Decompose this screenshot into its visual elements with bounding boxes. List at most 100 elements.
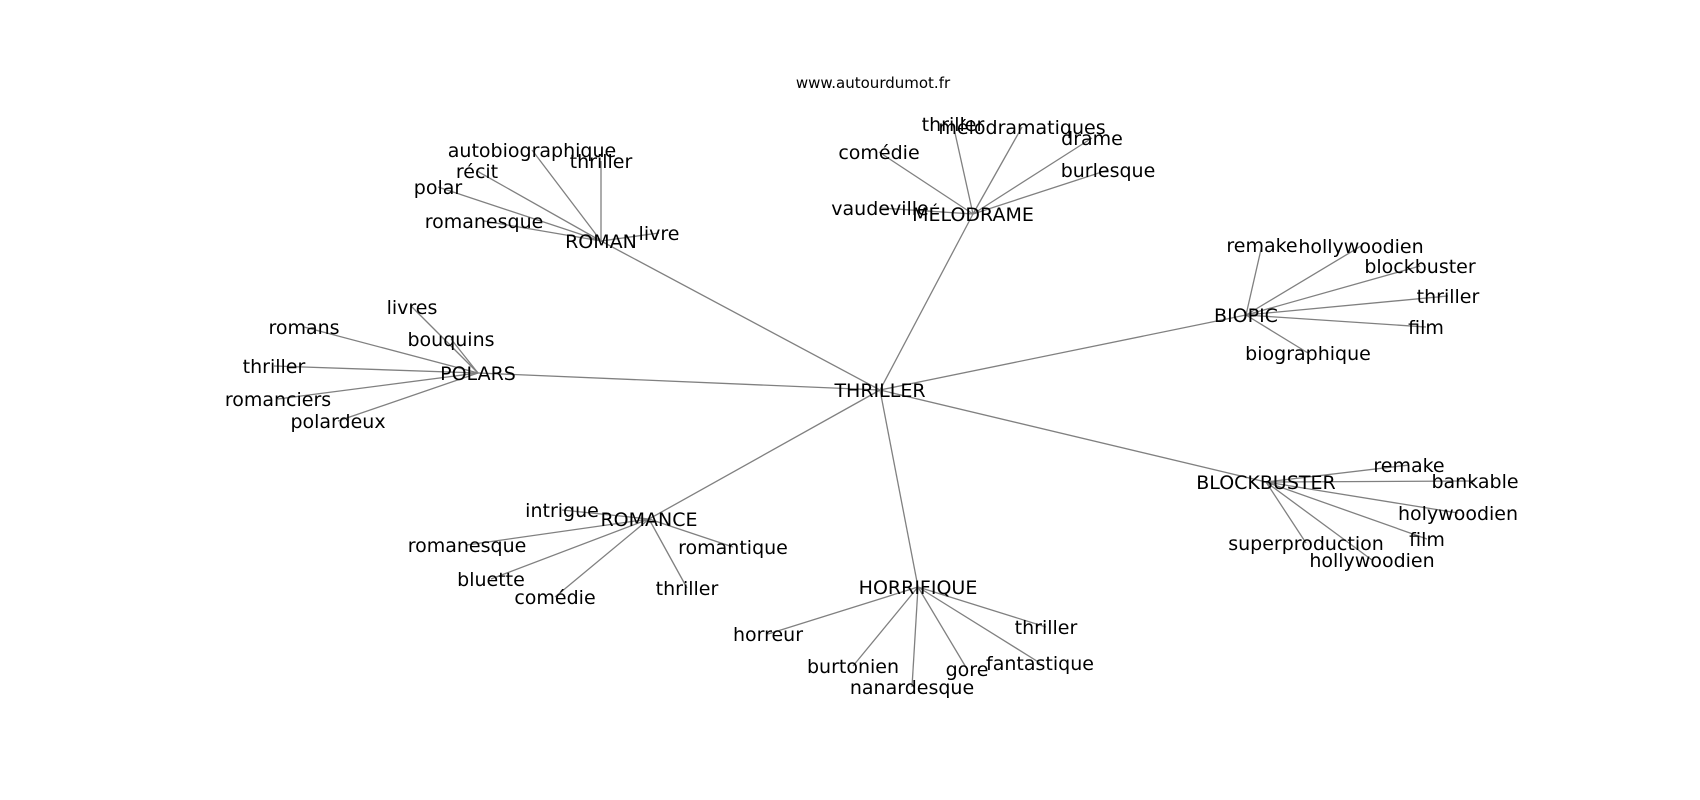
root-node-label: THRILLER	[833, 380, 925, 402]
edge-mélodrame-5	[879, 207, 974, 215]
leaf-node-label: holywoodien	[1398, 503, 1518, 525]
edge-mélodrame-0	[952, 123, 974, 215]
leaf-node-label: vaudeville	[831, 198, 928, 220]
hub-node-label: MÉLODRAME	[912, 203, 1034, 226]
hub-node-label: HORRIFIQUE	[859, 577, 978, 599]
edge-mélodrame-4	[972, 169, 1109, 215]
edge-polars-3	[273, 365, 479, 374]
edge-polars-5	[337, 372, 479, 422]
leaf-node-label: drame	[1061, 128, 1123, 150]
edge-blockbuster-2	[1265, 481, 1459, 514]
edge-horrifique-1	[917, 586, 1047, 628]
leaf-node-label: superproduction	[1228, 533, 1384, 555]
leaf-node-label: thriller	[656, 578, 719, 600]
edge-horrifique-5	[911, 586, 919, 688]
leaf-node-label: film	[1408, 317, 1444, 339]
leaf-node-label: récit	[456, 161, 498, 183]
hub-node-label: ROMAN	[565, 231, 637, 253]
edge-horrifique-3	[917, 586, 968, 670]
leaf-node-label: bluette	[457, 569, 525, 591]
edge-root-polars	[477, 372, 881, 391]
leaf-node-label: blockbuster	[1364, 256, 1476, 278]
edge-polars-2	[450, 338, 479, 374]
graph-labels: THRILLER ROMAN autobiographique thriller réc…	[225, 114, 1519, 699]
leaf-node-label: burtonien	[807, 656, 899, 678]
leaf-node-label: livres	[387, 297, 438, 319]
leaf-node-label: autobiographique	[448, 140, 616, 162]
edge-root-biopic	[879, 314, 1247, 391]
leaf-node-label: horreur	[733, 624, 803, 646]
hub-node-label: BIOPIC	[1214, 305, 1278, 327]
edge-romance-4	[554, 518, 650, 598]
graph-edges	[273, 123, 1476, 688]
edge-root-roman	[600, 240, 881, 391]
leaf-node-label: bankable	[1431, 471, 1518, 493]
edge-polars-4	[277, 372, 479, 400]
leaf-node-label: comédie	[838, 142, 919, 164]
edge-root-horrifique	[879, 389, 919, 588]
leaf-node-label: romanciers	[225, 389, 331, 411]
edge-polars-1	[303, 326, 479, 374]
edge-roman-0	[531, 149, 602, 242]
leaf-node-label: romans	[268, 317, 339, 339]
leaf-node-label: remake	[1226, 235, 1297, 257]
edge-biopic-0	[1245, 244, 1263, 316]
edge-root-romance	[648, 389, 881, 520]
edge-blockbuster-1	[1265, 480, 1476, 483]
edge-mélodrame-3	[878, 151, 974, 215]
edge-horrifique-4	[852, 586, 919, 667]
edge-root-blockbuster	[879, 389, 1267, 483]
leaf-node-label: bouquins	[407, 329, 494, 351]
edge-roman-2	[476, 170, 602, 242]
edge-blockbuster-5	[1265, 481, 1373, 561]
leaf-node-label: thriller	[1015, 617, 1078, 639]
edge-romance-3	[490, 518, 650, 580]
leaf-node-label: livre	[639, 223, 680, 245]
edge-roman-5	[600, 232, 660, 242]
leaf-node-label: polardeux	[290, 411, 385, 433]
edge-biopic-3	[1245, 295, 1449, 316]
hub-node-label: ROMANCE	[600, 509, 697, 531]
edge-roman-4	[483, 220, 602, 242]
edge-horrifique-0	[767, 586, 919, 635]
leaf-node-label: hollywoodien	[1298, 236, 1423, 258]
leaf-node-label: romanesque	[425, 211, 544, 233]
edge-biopic-5	[1245, 314, 1309, 354]
edge-mélodrame-1	[972, 126, 1023, 215]
leaf-node-label: thriller	[1417, 286, 1480, 308]
leaf-node-label: romantique	[678, 537, 788, 559]
leaf-node-label: burlesque	[1061, 160, 1156, 182]
edge-biopic-2	[1245, 265, 1421, 316]
leaf-node-label: comédie	[514, 587, 595, 609]
edge-polars-0	[411, 306, 479, 374]
edge-romance-0	[561, 509, 650, 520]
leaf-node-label: intrigue	[525, 500, 599, 522]
edge-roman-3	[437, 186, 602, 242]
leaf-node-label: mélodramatiques	[938, 117, 1105, 139]
edge-mélodrame-2	[972, 137, 1093, 215]
leaf-node-label: film	[1409, 529, 1445, 551]
leaf-node-label: thriller	[922, 114, 985, 136]
source-label: www.autourdumot.fr	[796, 74, 951, 92]
leaf-node-label: polar	[414, 177, 463, 199]
leaf-node-label: fantastique	[986, 653, 1094, 675]
leaf-node-label: romanesque	[408, 535, 527, 557]
edge-romance-2	[648, 518, 734, 548]
hub-node-label: POLARS	[440, 363, 516, 385]
edge-blockbuster-0	[1265, 464, 1410, 483]
edge-biopic-4	[1245, 314, 1427, 328]
leaf-node-label: remake	[1373, 455, 1444, 477]
leaf-node-label: biographique	[1245, 343, 1371, 365]
leaf-node-label: nanardesque	[850, 677, 974, 699]
edge-romance-1	[466, 518, 650, 546]
hub-node-label: BLOCKBUSTER	[1196, 472, 1335, 494]
edge-romance-5	[648, 518, 688, 589]
edge-biopic-1	[1245, 245, 1362, 316]
edge-blockbuster-3	[1265, 481, 1428, 540]
edge-root-mélodrame	[879, 213, 974, 391]
edge-horrifique-2	[917, 586, 1041, 664]
leaf-node-label: thriller	[243, 356, 306, 378]
leaf-node-label: hollywoodien	[1309, 550, 1434, 572]
edge-blockbuster-4	[1265, 481, 1307, 544]
